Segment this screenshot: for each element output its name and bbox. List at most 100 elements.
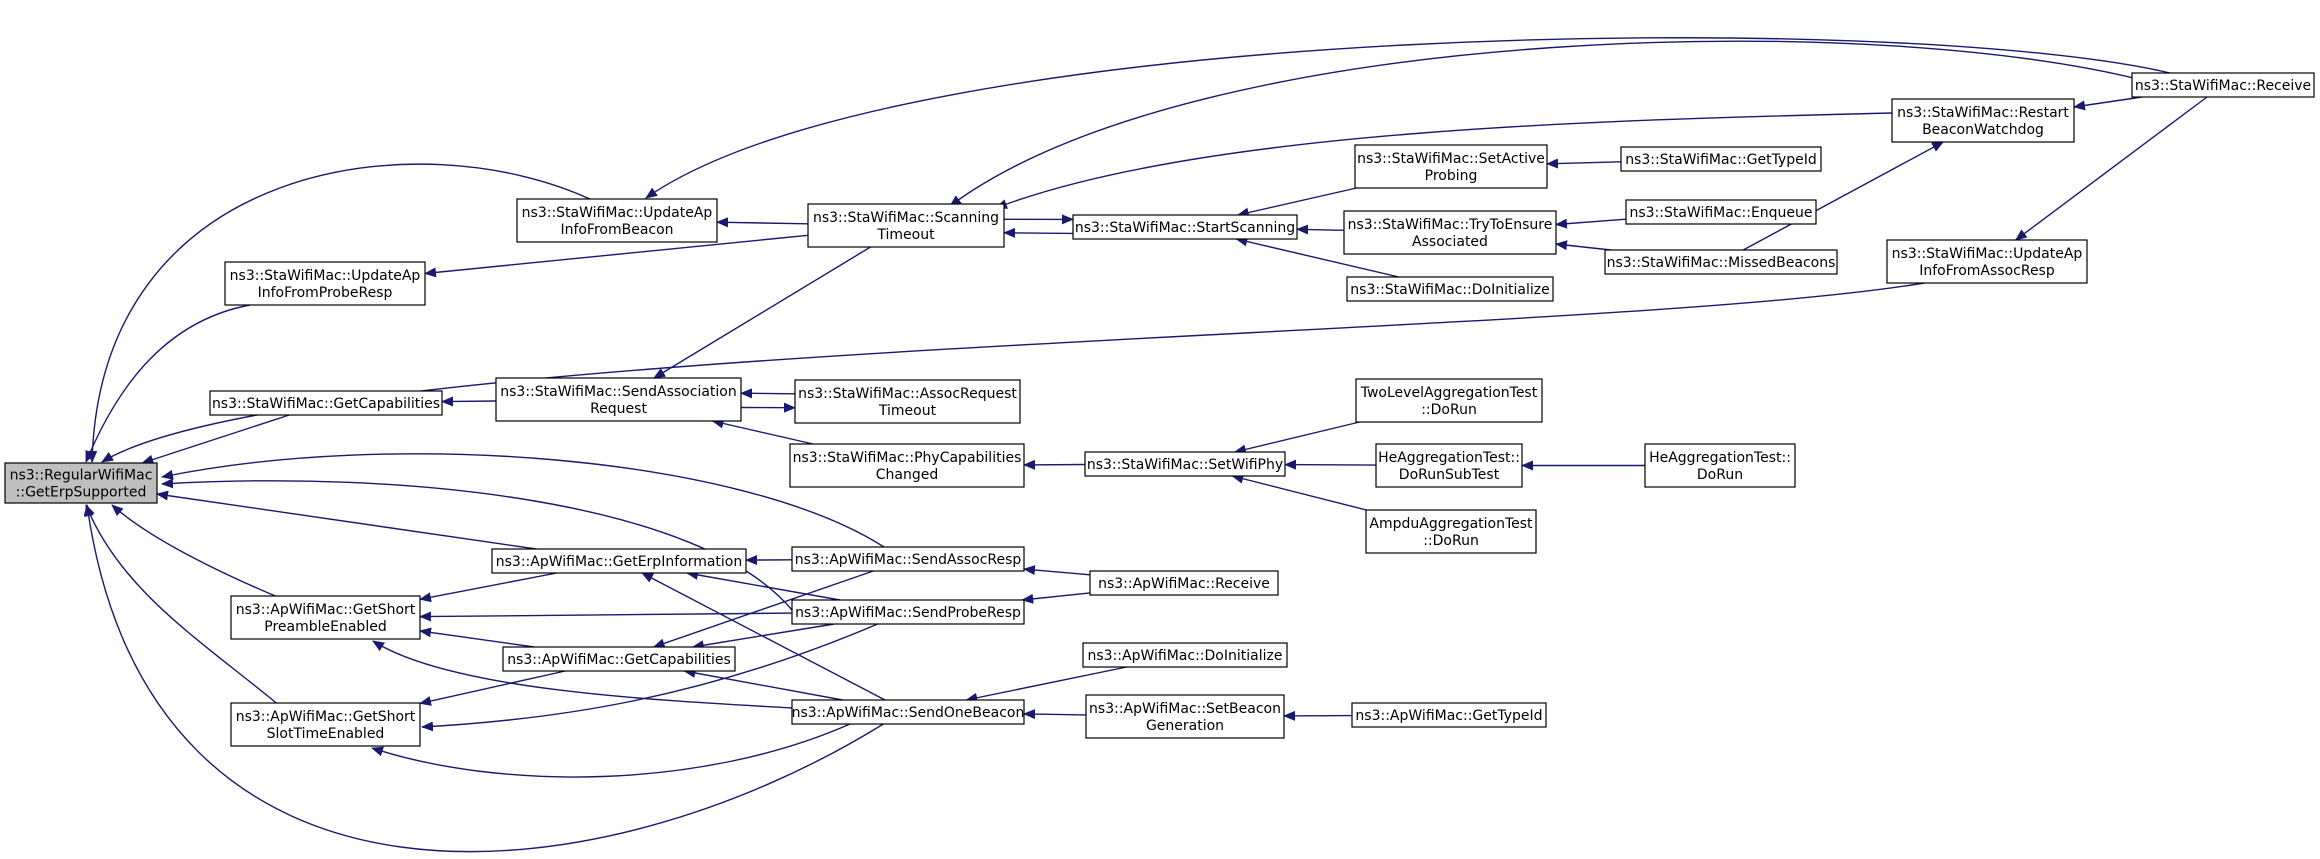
edge-line xyxy=(372,640,793,709)
node-apGetErp[interactable]: ns3::ApWifiMac::GetErpInformation xyxy=(491,548,747,574)
node-box xyxy=(1343,210,1557,255)
node-heAggSub[interactable]: HeAggregationTest::DoRunSubTest xyxy=(1375,443,1523,488)
node-box xyxy=(791,599,1025,625)
node-staGetCap[interactable]: ns3::StaWifiMac::GetCapabilities xyxy=(209,390,443,416)
node-box xyxy=(1620,146,1822,172)
edge-ampduAgg-to-setWifiPhy xyxy=(1231,473,1367,511)
node-staReceive[interactable]: ns3::StaWifiMac::Receive xyxy=(2131,72,2315,98)
edge-updateApAssoc-to-root xyxy=(101,281,1931,463)
node-box xyxy=(230,702,421,747)
edge-sendProbeResp-to-apGetCap xyxy=(691,623,835,651)
node-updateApProbe[interactable]: ns3::StaWifiMac::UpdateApInfoFromProbeRe… xyxy=(224,261,426,306)
node-box xyxy=(807,203,1005,248)
node-staDoInit[interactable]: ns3::StaWifiMac::DoInitialize xyxy=(1346,276,1554,302)
node-staGetTypeId[interactable]: ns3::StaWifiMac::GetTypeId xyxy=(1620,146,1822,172)
node-label-line: ns3::ApWifiMac::SetBeacon xyxy=(1089,701,1281,717)
edge-line xyxy=(419,572,557,603)
node-sendOneBeacon[interactable]: ns3::ApWifiMac::SendOneBeacon xyxy=(791,699,1025,725)
edge-line xyxy=(1546,158,1622,169)
node-heAggDoRun[interactable]: HeAggregationTest::DoRun xyxy=(1644,443,1796,488)
node-label-line: ns3::StaWifiMac::PhyCapabilities xyxy=(793,450,1022,466)
node-label-line: Changed xyxy=(876,467,939,483)
node-startScanning[interactable]: ns3::StaWifiMac::StartScanning xyxy=(1072,214,1298,240)
node-box xyxy=(1084,451,1286,477)
node-label-line: ns3::ApWifiMac::GetShort xyxy=(236,709,416,725)
edge-line xyxy=(1555,218,1627,229)
node-box xyxy=(1085,694,1285,739)
edge-line xyxy=(995,112,1893,209)
node-box xyxy=(230,595,421,640)
edge-sendAssocResp-to-apGetCap xyxy=(652,570,874,649)
edge-line xyxy=(419,611,793,622)
node-box xyxy=(1625,199,1817,225)
edge-updateApBeacon-to-root xyxy=(87,163,593,463)
node-label-line: InfoFromAssocResp xyxy=(1919,263,2055,279)
node-box xyxy=(1351,702,1547,728)
node-label-line: ns3::StaWifiMac::AssocRequest xyxy=(798,386,1017,402)
node-label-line: ns3::ApWifiMac::SendOneBeacon xyxy=(792,705,1025,721)
node-label-line: BeaconWatchdog xyxy=(1922,122,2044,138)
edge-line xyxy=(949,40,2161,207)
node-sendAssocResp[interactable]: ns3::ApWifiMac::SendAssocResp xyxy=(791,546,1025,572)
node-staEnqueue[interactable]: ns3::StaWifiMac::Enqueue xyxy=(1625,199,1817,225)
node-apGetCap[interactable]: ns3::ApWifiMac::GetCapabilities xyxy=(502,646,736,672)
edge-missedBeacons-to-restartWatchdog xyxy=(1742,141,1945,251)
node-label-line: ::GetErpSupported xyxy=(16,485,147,501)
node-apGetTypeId[interactable]: ns3::ApWifiMac::GetTypeId xyxy=(1351,702,1547,728)
edge-line xyxy=(1023,565,1091,576)
node-box xyxy=(1375,443,1523,488)
edge-line xyxy=(683,668,843,701)
edge-restartWatchdog-to-scanTimeout xyxy=(995,112,1893,209)
edge-apDoInit-to-sendOneBeacon xyxy=(965,666,1127,703)
edge-line xyxy=(711,418,814,445)
node-updateApAssoc[interactable]: ns3::StaWifiMac::UpdateApInfoFromAssocRe… xyxy=(1886,239,2088,284)
node-box xyxy=(791,699,1025,725)
node-box xyxy=(502,646,736,672)
node-apReceive[interactable]: ns3::ApWifiMac::Receive xyxy=(1089,570,1279,596)
node-box xyxy=(789,443,1025,488)
edge-line xyxy=(371,723,851,778)
edge-line xyxy=(1023,709,1087,720)
edge-apGetErp-to-root xyxy=(156,490,537,550)
node-label-line: ns3::RegularWifiMac xyxy=(10,468,153,484)
edge-line xyxy=(156,490,537,550)
node-label-line: ns3::ApWifiMac::SendAssocResp xyxy=(795,552,1022,568)
edge-line xyxy=(652,570,874,649)
edge-line xyxy=(111,504,281,599)
edge-apGetErp-to-apGetShortPreamble xyxy=(419,572,557,603)
edge-heAggSub-to-setWifiPhy xyxy=(1284,459,1377,470)
node-label-line: ns3::StaWifiMac::UpdateAp xyxy=(230,268,421,284)
edge-line xyxy=(641,572,886,701)
node-missedBeacons[interactable]: ns3::StaWifiMac::MissedBeacons xyxy=(1604,249,1838,275)
node-label-line: ns3::StaWifiMac::Receive xyxy=(2135,78,2311,94)
node-setWifiPhy[interactable]: ns3::StaWifiMac::SetWifiPhy xyxy=(1084,451,1286,477)
edge-staReceive-to-updateApBeacon xyxy=(645,37,2171,199)
node-ampduAgg[interactable]: AmpduAggregationTest::DoRun xyxy=(1365,509,1537,554)
node-box xyxy=(224,261,426,306)
node-root: ns3::RegularWifiMac::GetErpSupported xyxy=(4,462,158,504)
edge-line xyxy=(1742,141,1945,251)
node-apDoInit[interactable]: ns3::ApWifiMac::DoInitialize xyxy=(1082,642,1288,668)
edge-scanTimeout-to-sendAssocReq xyxy=(653,246,871,379)
edge-apReceive-to-sendAssocResp xyxy=(1023,565,1091,576)
node-sendProbeResp[interactable]: ns3::ApWifiMac::SendProbeResp xyxy=(791,599,1025,625)
node-box xyxy=(4,462,158,504)
node-label-line: HeAggregationTest:: xyxy=(1649,450,1791,466)
node-box xyxy=(1891,98,2075,143)
edge-tryToEnsure-to-startScanning xyxy=(1296,224,1345,235)
edge-assocReqTimeout-to-sendAssocReq xyxy=(740,388,796,399)
node-twoLevelAgg[interactable]: TwoLevelAggregationTest::DoRun xyxy=(1355,378,1543,423)
edge-line xyxy=(653,246,871,379)
edge-line xyxy=(1003,227,1074,238)
